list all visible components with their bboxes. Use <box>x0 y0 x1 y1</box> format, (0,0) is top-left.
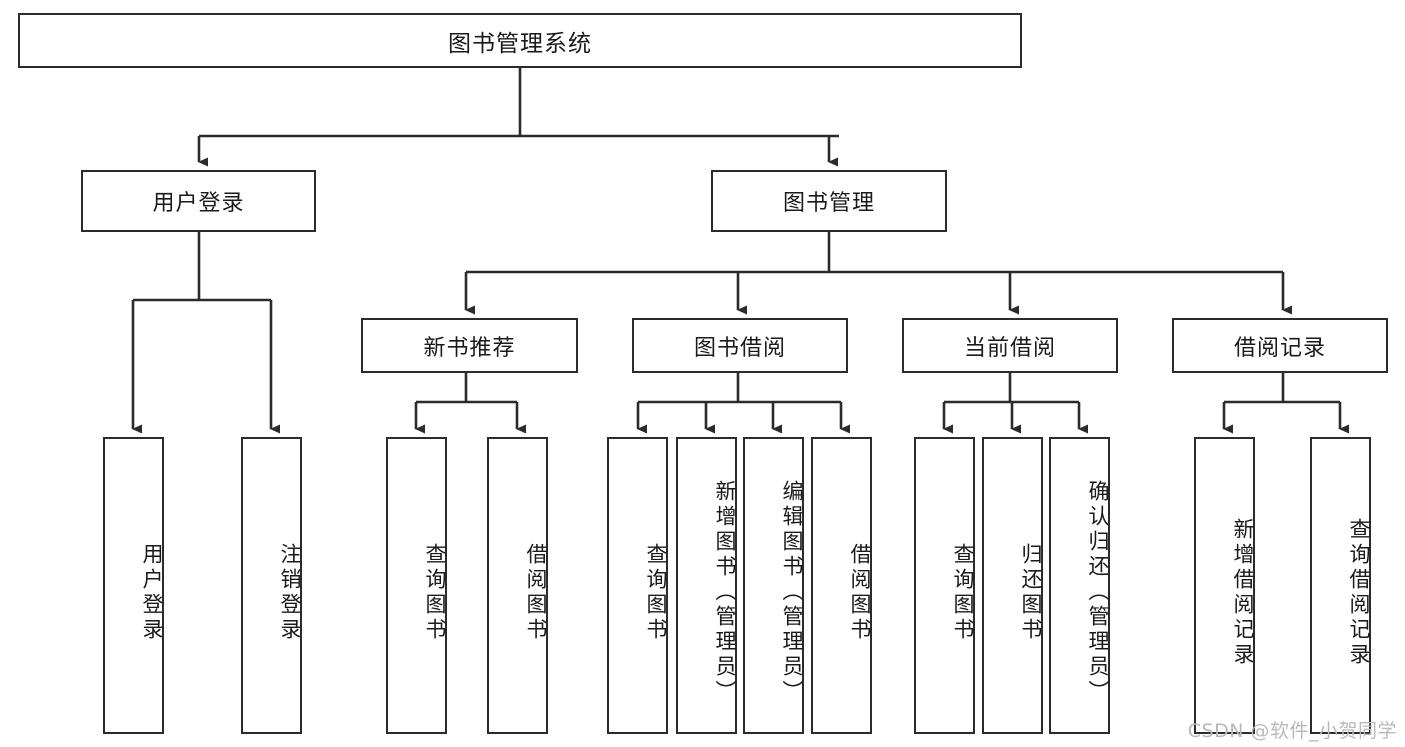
node-new-book-recommend[interactable]: 新书推荐 <box>361 318 578 373</box>
node-label: 查询图书 <box>644 542 668 643</box>
leaf-user-login[interactable]: 用户登录 <box>103 437 164 734</box>
watermark-text: CSDN @软件_小贺同学 <box>1187 720 1397 742</box>
leaf-confirm-return-admin[interactable]: 确认归还（管理员） <box>1049 437 1110 734</box>
node-label: 新增图书（管理员） <box>713 480 737 705</box>
leaf-logout[interactable]: 注销登录 <box>241 437 302 734</box>
node-label: 图书管理系统 <box>448 30 592 57</box>
node-current-borrow[interactable]: 当前借阅 <box>902 318 1118 373</box>
leaf-borrow-books-recommend[interactable]: 借阅图书 <box>487 437 548 734</box>
leaf-query-books-borrow[interactable]: 查询图书 <box>607 437 668 734</box>
node-label: 图书借阅 <box>693 335 786 361</box>
leaf-return-books[interactable]: 归还图书 <box>982 437 1043 734</box>
node-label: 查询借阅记录 <box>1347 517 1371 668</box>
node-label: 图书管理 <box>782 191 875 216</box>
node-label: 确认归还（管理员） <box>1086 480 1110 705</box>
node-label: 新增借阅记录 <box>1231 517 1255 668</box>
node-label: 编辑图书（管理员） <box>780 480 804 705</box>
node-label: 用户登录 <box>152 191 245 216</box>
node-label: 查询图书 <box>423 542 447 643</box>
leaf-query-borrow-record[interactable]: 查询借阅记录 <box>1310 437 1371 734</box>
node-label: 归还图书 <box>1019 542 1043 643</box>
leaf-edit-book-admin[interactable]: 编辑图书（管理员） <box>743 437 804 734</box>
node-book-management[interactable]: 图书管理 <box>711 170 947 232</box>
leaf-query-books-current[interactable]: 查询图书 <box>914 437 975 734</box>
node-root-system[interactable]: 图书管理系统 <box>18 13 1022 68</box>
leaf-add-book-admin[interactable]: 新增图书（管理员） <box>676 437 737 734</box>
node-borrow-records[interactable]: 借阅记录 <box>1172 318 1388 373</box>
node-label: 当前借阅 <box>963 335 1056 361</box>
node-book-borrow[interactable]: 图书借阅 <box>632 318 848 373</box>
leaf-borrow-books[interactable]: 借阅图书 <box>811 437 872 734</box>
node-label: 借阅记录 <box>1233 335 1326 361</box>
node-label: 借阅图书 <box>524 542 548 643</box>
node-user-login[interactable]: 用户登录 <box>81 170 316 232</box>
node-label: 注销登录 <box>278 542 302 643</box>
node-label: 借阅图书 <box>848 542 872 643</box>
leaf-add-borrow-record[interactable]: 新增借阅记录 <box>1194 437 1255 734</box>
leaf-query-books-recommend[interactable]: 查询图书 <box>386 437 447 734</box>
node-label: 查询图书 <box>951 542 975 643</box>
node-label: 新书推荐 <box>423 335 516 361</box>
node-label: 用户登录 <box>140 542 164 643</box>
